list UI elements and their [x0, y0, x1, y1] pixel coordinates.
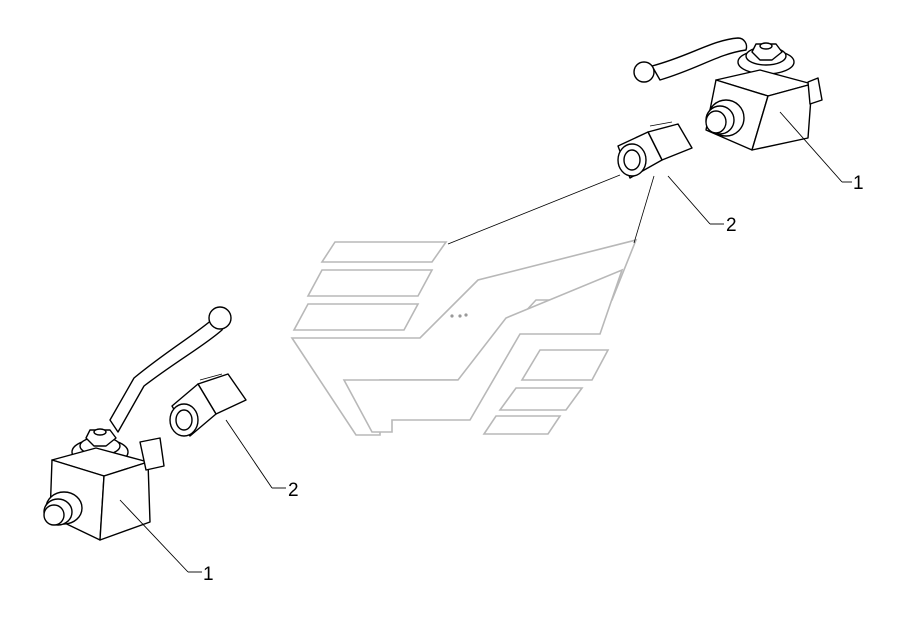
compression-fitting-right: [617, 121, 693, 179]
ball-valve-right: [633, 37, 823, 151]
logo-accent-icon: [450, 313, 468, 318]
callout-2-left: 2: [288, 480, 299, 501]
compression-fitting-left: [169, 373, 247, 437]
fitting-projection-lines: [447, 174, 655, 245]
callout-1-left: 1: [203, 564, 214, 585]
callout-2-right: 2: [726, 215, 737, 236]
brand-logo-watermark: [290, 238, 638, 436]
ball-valve-left: [43, 306, 232, 541]
callout-1-right: 1: [853, 173, 864, 194]
